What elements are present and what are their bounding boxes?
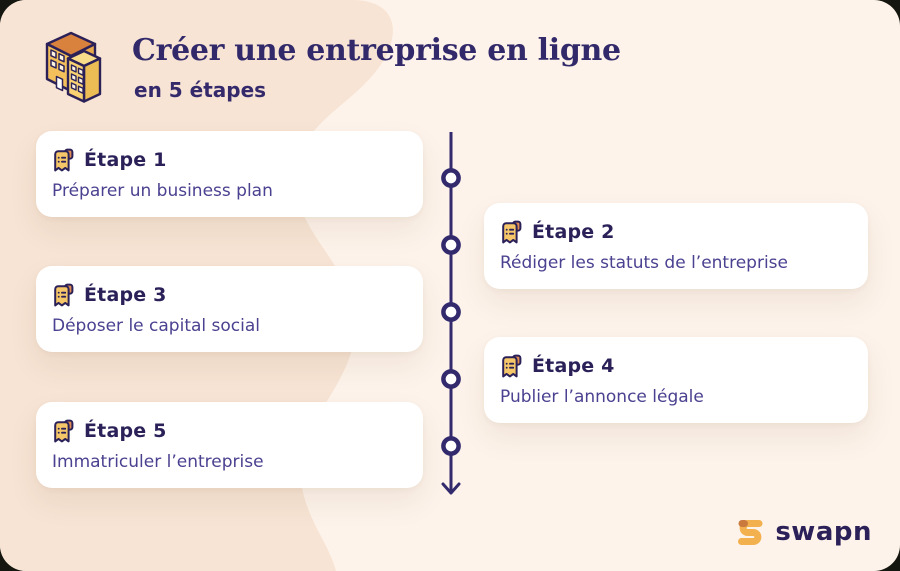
receipt-icon xyxy=(502,220,522,244)
timeline-dot xyxy=(441,369,461,389)
step-label: Étape 2 xyxy=(532,221,615,243)
timeline-dot xyxy=(441,302,461,322)
timeline-dot xyxy=(441,436,461,456)
step-label: Étape 1 xyxy=(84,149,167,171)
timeline-dot xyxy=(441,168,461,188)
step-card-2: Étape 2 Rédiger les statuts de l’entrepr… xyxy=(484,203,868,289)
step-description: Déposer le capital social xyxy=(52,316,260,336)
receipt-icon xyxy=(54,283,74,307)
step-card-1: Étape 1 Préparer un business plan xyxy=(36,131,423,217)
step-card-5: Étape 5 Immatriculer l’entreprise xyxy=(36,402,423,488)
step-label: Étape 4 xyxy=(532,355,615,377)
step-card-4: Étape 4 Publier l’annonce légale xyxy=(484,337,868,423)
brand-name: swapn xyxy=(775,517,872,547)
receipt-icon xyxy=(502,354,522,378)
receipt-icon xyxy=(54,148,74,172)
receipt-icon xyxy=(54,419,74,443)
step-card-3: Étape 3 Déposer le capital social xyxy=(36,266,423,352)
step-description: Préparer un business plan xyxy=(52,181,273,201)
step-description: Rédiger les statuts de l’entreprise xyxy=(500,253,788,273)
step-label: Étape 3 xyxy=(84,284,167,306)
step-description: Publier l’annonce légale xyxy=(500,387,704,407)
arrow-down-icon xyxy=(441,482,461,495)
timeline-dot xyxy=(441,235,461,255)
page-title: Créer une entreprise en ligne xyxy=(132,33,621,68)
step-label: Étape 5 xyxy=(84,420,167,442)
swapn-logo-icon xyxy=(738,520,763,545)
brand-logo: swapn xyxy=(733,512,872,552)
page-subtitle: en 5 étapes xyxy=(134,78,267,102)
buildings-icon xyxy=(45,31,102,103)
step-description: Immatriculer l’entreprise xyxy=(52,452,264,472)
timeline xyxy=(441,132,461,495)
